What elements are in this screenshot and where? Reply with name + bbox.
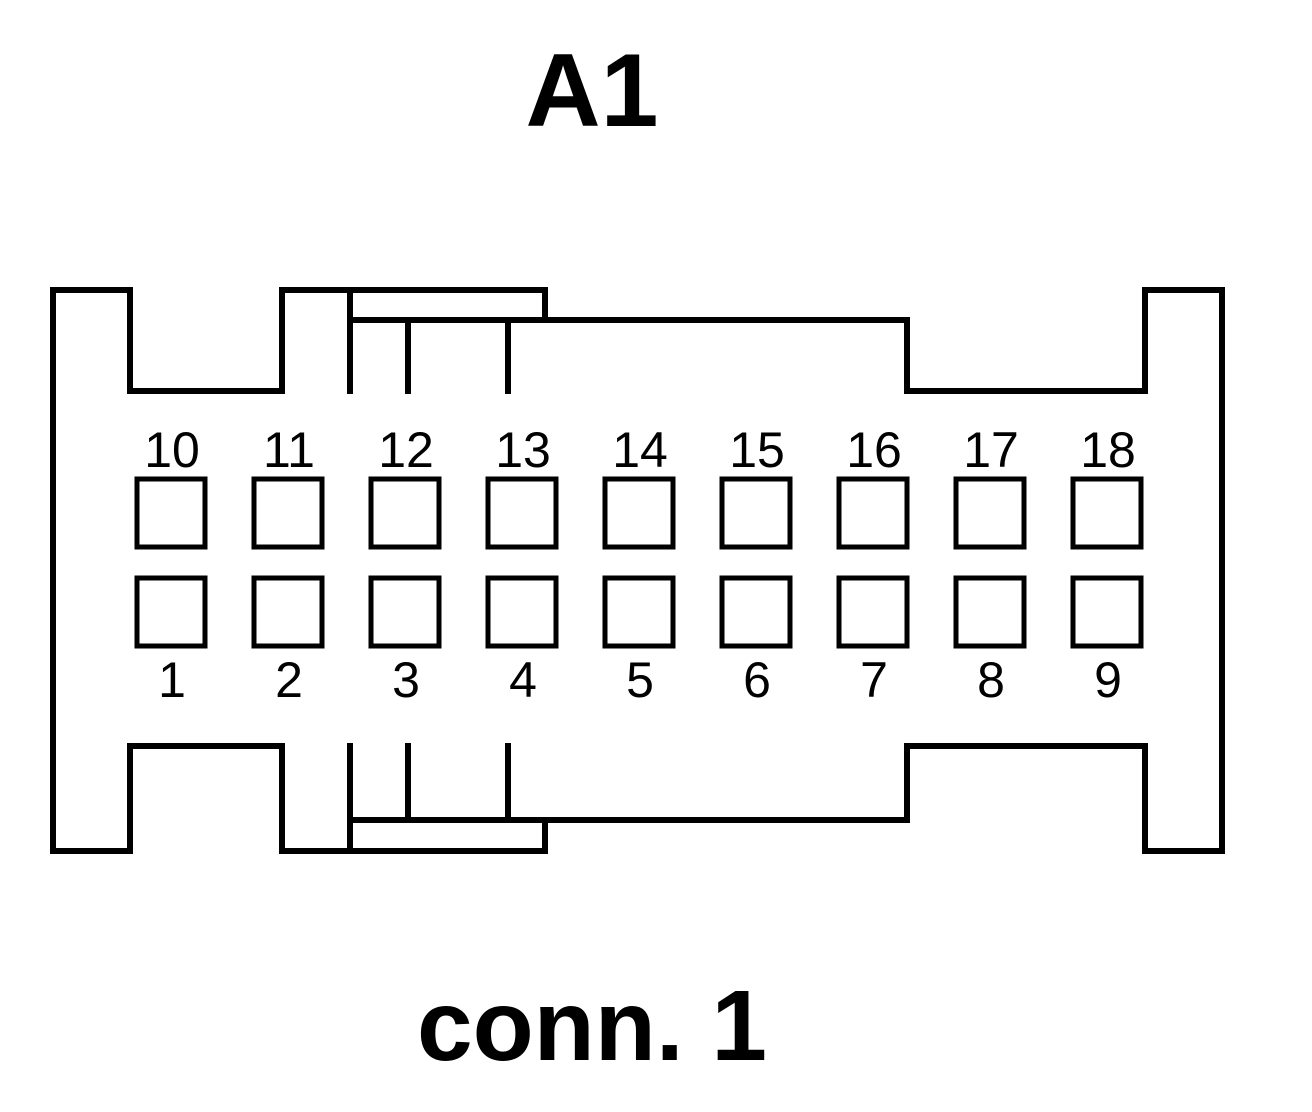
connector-title: A1: [526, 33, 659, 149]
pin-socket: [134, 575, 208, 649]
pin-3: 3: [368, 575, 442, 708]
pin-socket: [368, 575, 442, 649]
pin-4: 4: [485, 575, 559, 708]
pin-number: 1: [158, 652, 186, 708]
pin-socket: [602, 476, 676, 550]
pin-row-top: 10 11 12 13 14 15 16 17 18: [134, 422, 1144, 550]
pin-number: 9: [1094, 652, 1122, 708]
pin-number: 13: [495, 422, 551, 478]
pin-socket: [251, 575, 325, 649]
pin-7: 7: [836, 575, 910, 708]
top-latch: [347, 287, 548, 394]
pin-socket: [1070, 575, 1144, 649]
pin-row-bottom: 1 2 3 4 5 6 7 8 9: [134, 575, 1144, 708]
pin-socket: [602, 575, 676, 649]
pin-socket: [953, 575, 1027, 649]
pin-15: 15: [719, 422, 793, 550]
pin-socket: [836, 575, 910, 649]
pin-number: 14: [612, 422, 668, 478]
pin-socket: [953, 476, 1027, 550]
pin-number: 8: [977, 652, 1005, 708]
pin-17: 17: [953, 422, 1027, 550]
pin-14: 14: [602, 422, 676, 550]
pin-number: 4: [509, 652, 537, 708]
pin-number: 7: [860, 652, 888, 708]
pin-number: 18: [1080, 422, 1136, 478]
pin-number: 2: [275, 652, 303, 708]
pin-number: 16: [846, 422, 902, 478]
pin-5: 5: [602, 575, 676, 708]
pin-8: 8: [953, 575, 1027, 708]
pin-18: 18: [1070, 422, 1144, 550]
housing-outline: [50, 287, 1225, 854]
pin-6: 6: [719, 575, 793, 708]
pin-9: 9: [1070, 575, 1144, 708]
bottom-latch: [347, 743, 548, 854]
pin-number: 6: [743, 652, 771, 708]
pin-socket: [719, 575, 793, 649]
pin-socket: [251, 476, 325, 550]
pin-socket: [485, 476, 559, 550]
pin-number: 12: [378, 422, 434, 478]
pin-socket: [134, 476, 208, 550]
pin-number: 11: [263, 422, 315, 478]
pin-number: 10: [144, 422, 200, 478]
pin-number: 17: [963, 422, 1019, 478]
pin-2: 2: [251, 575, 325, 708]
pin-number: 3: [392, 652, 420, 708]
pin-socket: [719, 476, 793, 550]
pin-socket: [485, 575, 559, 649]
pin-10: 10: [134, 422, 208, 550]
pin-socket: [1070, 476, 1144, 550]
pin-socket: [368, 476, 442, 550]
pin-number: 5: [626, 652, 654, 708]
pin-16: 16: [836, 422, 910, 550]
pin-1: 1: [134, 575, 208, 708]
connector-caption: conn. 1: [417, 970, 767, 1082]
pin-number: 15: [729, 422, 785, 478]
connector-housing: [50, 287, 1225, 854]
pin-12: 12: [368, 422, 442, 550]
pin-socket: [836, 476, 910, 550]
pin-13: 13: [485, 422, 559, 550]
pin-11: 11: [251, 422, 325, 550]
